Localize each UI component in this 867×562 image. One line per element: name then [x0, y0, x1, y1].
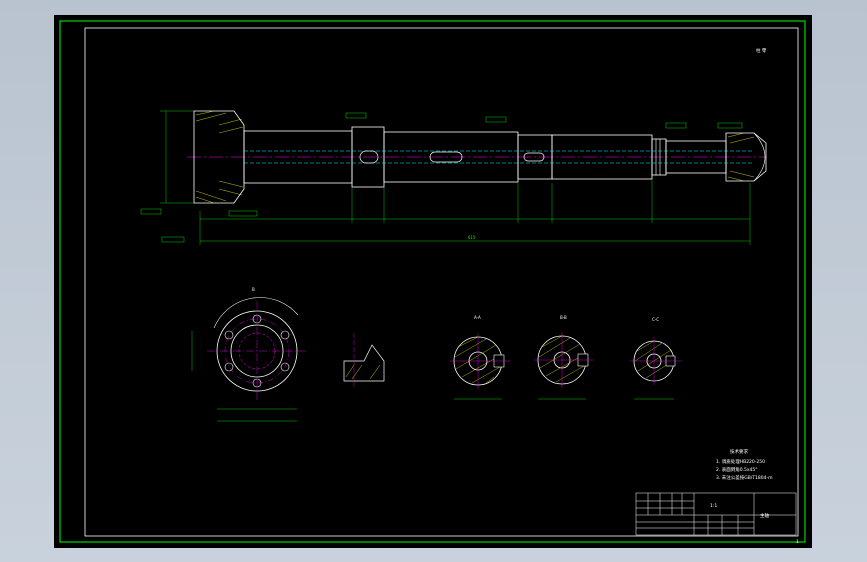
section-a: A-A: [450, 315, 510, 389]
note-line-3: 3. 未注公差按GB/T1804-m: [716, 474, 773, 481]
cad-drawing: 柱 零: [59, 20, 806, 545]
note-line-1: 1. 调质处理HB220-250: [716, 458, 765, 465]
section-b: B-B: [534, 315, 594, 388]
inner-frame: [84, 27, 799, 537]
sheet-number: 1: [796, 539, 799, 545]
corner-mark: 柱 零: [756, 47, 767, 54]
total-length-label: 615: [468, 235, 476, 240]
title-block: [635, 492, 797, 536]
section-label-a: A-A: [474, 315, 481, 320]
section-label-c: C-C: [652, 317, 659, 322]
section-label-b: B-B: [560, 315, 567, 320]
detail-label: B: [252, 287, 255, 292]
title-block-ratio: 1:1: [710, 503, 717, 509]
note-line-2: 2. 表面倒角0.5x45°: [716, 466, 758, 473]
notes-title: 技术要求: [730, 448, 748, 455]
keyway-2: [429, 151, 463, 163]
outer-frame: [59, 20, 806, 543]
flange-detail-view: B: [191, 287, 307, 422]
drawing-viewport[interactable]: 柱 零: [54, 15, 812, 548]
title-block-part-name: 主轴: [760, 512, 769, 519]
keyway-1: [359, 150, 379, 164]
keyway-3: [523, 152, 545, 162]
section-c: C-C: [630, 317, 682, 385]
technical-notes: 技术要求 1. 调质处理HB220-250 2. 表面倒角0.5x45° 3. …: [716, 448, 773, 481]
groove-detail: [343, 333, 385, 387]
shaft-main-view: 615: [140, 110, 767, 245]
